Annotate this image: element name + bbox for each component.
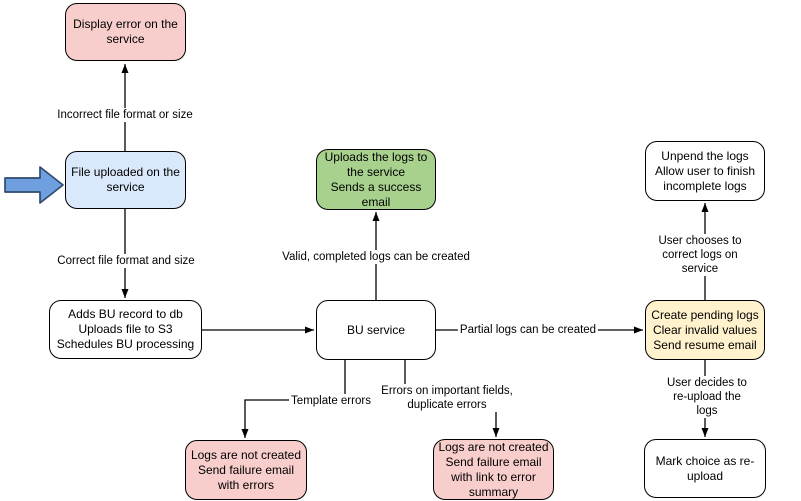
node-logs-not-created-errors-label: Logs are not created Send failure email … xyxy=(190,447,302,492)
node-adds-bu-record-label: Adds BU record to db Uploads file to S3 … xyxy=(56,307,195,351)
edge-label-template-errors: Template errors xyxy=(289,394,373,408)
node-logs-not-created-summary-label: Logs are not created Send failure email … xyxy=(438,439,549,499)
entry-arrow-icon xyxy=(4,166,64,204)
node-bu-service-label: BU service xyxy=(346,322,405,337)
node-bu-service: BU service xyxy=(316,300,436,360)
node-create-pending-logs: Create pending logs Clear invalid values… xyxy=(645,300,765,360)
node-mark-reupload-label: Mark choice as re- upload xyxy=(655,453,755,483)
edge-label-valid-logs: Valid, completed logs can be created xyxy=(280,250,472,264)
node-logs-not-created-summary: Logs are not created Send failure email … xyxy=(433,439,554,500)
edge-label-important-errors: Errors on important fields, duplicate er… xyxy=(379,384,515,412)
edge-label-user-corrects: User chooses to correct logs on service xyxy=(649,234,751,276)
node-mark-reupload: Mark choice as re- upload xyxy=(644,439,766,498)
node-uploads-logs-success: Uploads the logs to the service Sends a … xyxy=(316,149,436,210)
node-adds-bu-record: Adds BU record to db Uploads file to S3 … xyxy=(49,300,202,359)
node-file-uploaded-label: File uploaded on the service xyxy=(71,165,180,194)
edge-label-user-reuploads: User decides to re-upload the logs xyxy=(660,376,754,418)
edge-label-partial-logs: Partial logs can be created xyxy=(457,323,599,337)
node-display-error-label: Display error on the service xyxy=(73,17,178,46)
node-logs-not-created-errors: Logs are not created Send failure email … xyxy=(185,440,307,500)
node-file-uploaded: File uploaded on the service xyxy=(65,151,186,209)
node-unpend-logs: Unpend the logs Allow user to finish inc… xyxy=(645,141,765,201)
edge-label-correct-format: Correct file format and size xyxy=(55,254,197,268)
node-create-pending-logs-label: Create pending logs Clear invalid values… xyxy=(651,307,759,352)
edge-label-incorrect-format: Incorrect file format or size xyxy=(55,108,195,122)
node-uploads-logs-success-label: Uploads the logs to the service Sends a … xyxy=(324,149,428,209)
node-unpend-logs-label: Unpend the logs Allow user to finish inc… xyxy=(654,148,756,193)
node-display-error: Display error on the service xyxy=(65,3,186,61)
